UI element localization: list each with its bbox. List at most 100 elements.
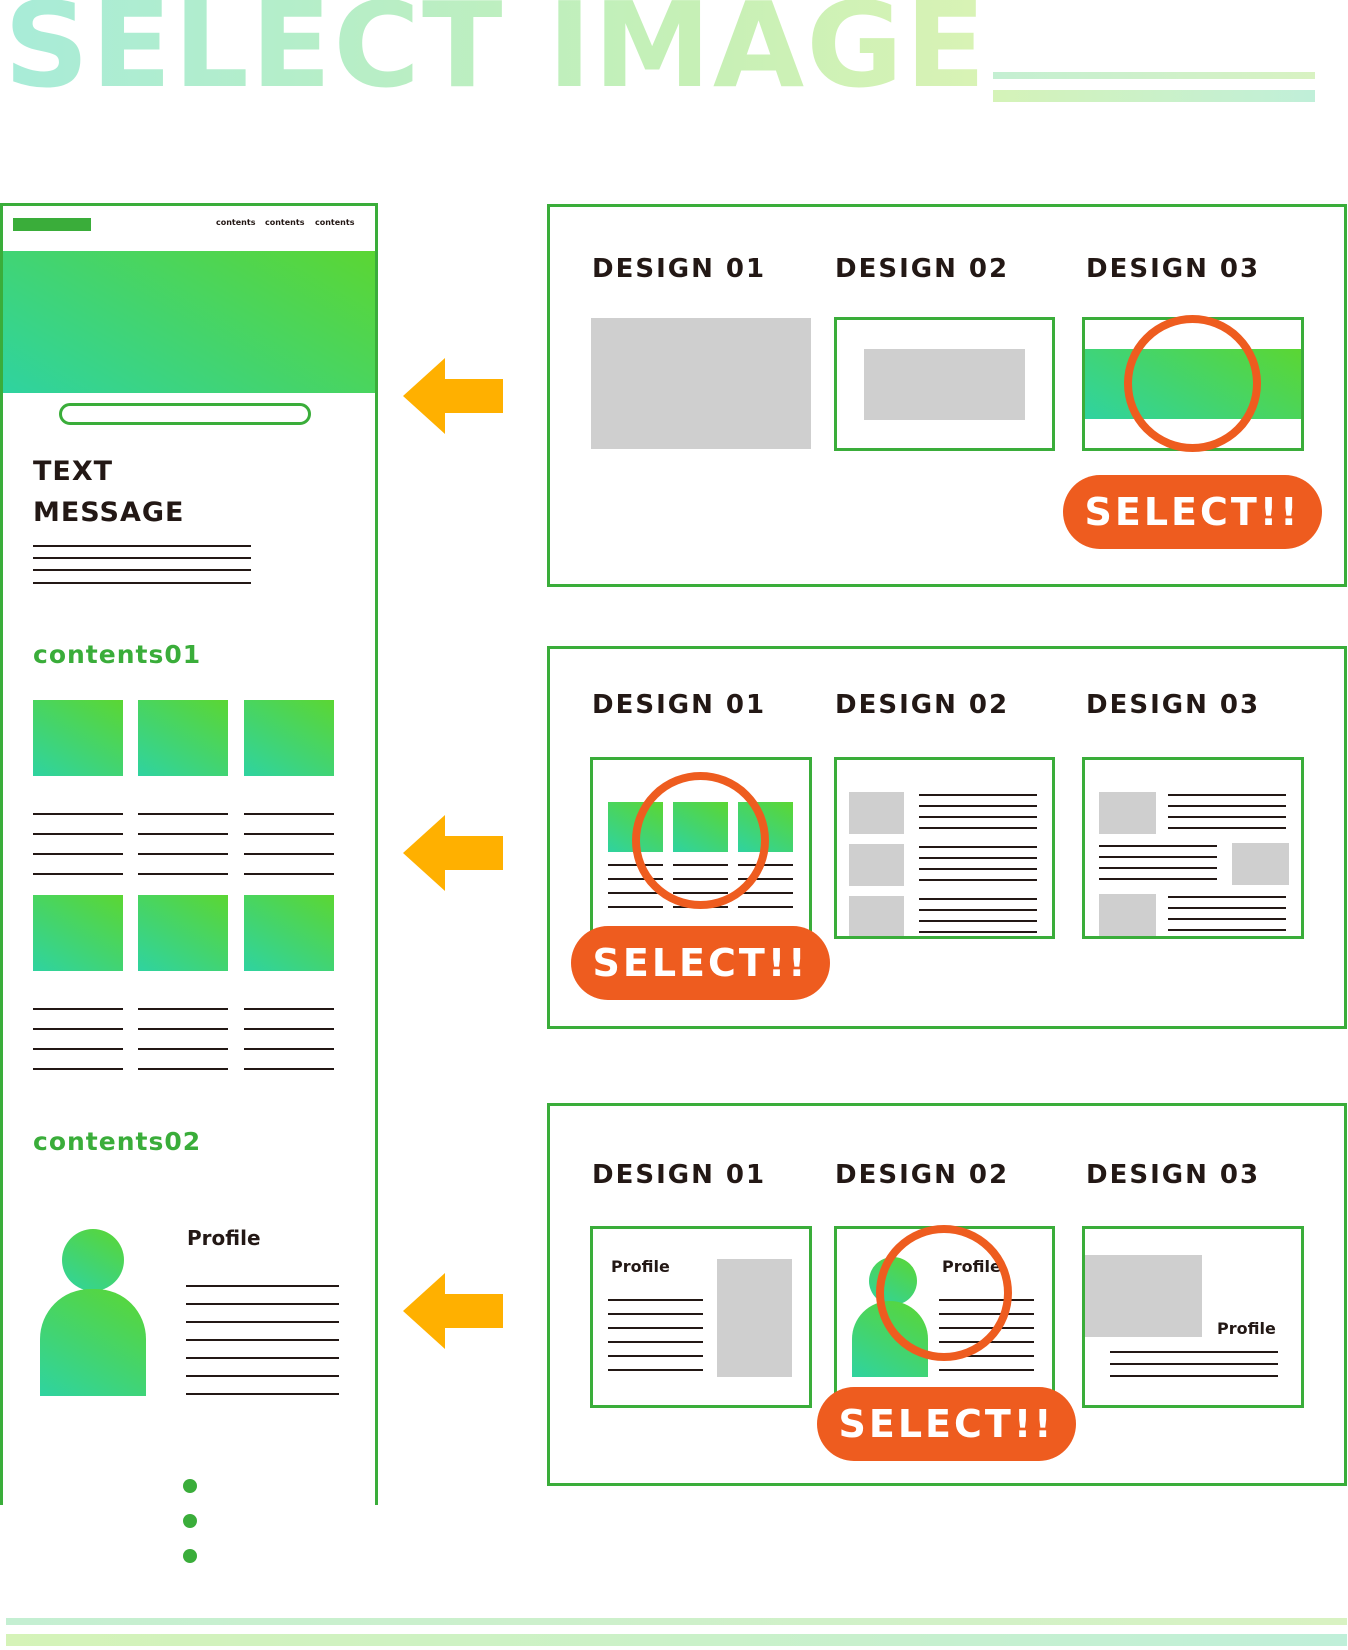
contents01-heading: contents01 <box>33 640 202 669</box>
nav-item-3[interactable]: contents <box>315 218 355 227</box>
text-line <box>919 931 1037 933</box>
design-option-1[interactable] <box>591 318 811 449</box>
arrow-left-icon <box>403 358 503 434</box>
design-option-3[interactable]: Profile <box>1082 1226 1304 1408</box>
text-line <box>33 1028 123 1030</box>
text-line <box>608 1313 703 1315</box>
nav-item-2[interactable]: contents <box>265 218 305 227</box>
text-line <box>33 1048 123 1050</box>
text-line <box>608 906 663 908</box>
text-line <box>244 873 334 875</box>
text-line <box>919 805 1037 807</box>
text-line <box>244 833 334 835</box>
text-line <box>738 906 793 908</box>
text-line <box>1099 878 1217 880</box>
text-line <box>244 1008 334 1010</box>
text-line <box>186 1375 339 1377</box>
contents02-heading: contents02 <box>33 1127 202 1156</box>
text-line <box>33 557 251 559</box>
text-line <box>919 909 1037 911</box>
text-line <box>186 1357 339 1359</box>
select-button[interactable]: SELECT!! <box>1063 475 1322 549</box>
search-bar[interactable] <box>59 403 311 425</box>
text-line <box>919 827 1037 829</box>
profile-label: Profile <box>611 1257 670 1276</box>
design-label: DESIGN 02 <box>835 1160 1010 1190</box>
text-line <box>608 1355 703 1357</box>
design-option-3[interactable] <box>1082 757 1304 939</box>
content-card-image <box>138 895 228 971</box>
text-line <box>1168 794 1286 796</box>
arrow-left-icon <box>403 815 503 891</box>
logo-bar <box>13 218 91 231</box>
design-label: DESIGN 01 <box>592 254 767 284</box>
text-line <box>608 878 663 880</box>
text-line <box>1099 856 1217 858</box>
design-label: DESIGN 02 <box>835 254 1010 284</box>
page-title: SELECT IMAGE <box>4 0 988 104</box>
text-line <box>138 1048 228 1050</box>
design-option-2[interactable] <box>834 317 1055 451</box>
text-line <box>244 1048 334 1050</box>
text-line <box>1099 845 1217 847</box>
text-line <box>738 892 793 894</box>
text-line <box>919 868 1037 870</box>
text-line <box>608 1299 703 1301</box>
profile-label: Profile <box>187 1226 261 1250</box>
select-button[interactable]: SELECT!! <box>571 926 830 1000</box>
text-line <box>1168 816 1286 818</box>
text-line <box>939 1369 1034 1371</box>
text-line <box>33 569 251 571</box>
content-card-image <box>138 700 228 776</box>
text-line <box>33 853 123 855</box>
text-line <box>608 892 663 894</box>
text-line <box>1168 918 1286 920</box>
footer-bar-bottom <box>6 1634 1347 1646</box>
text-line <box>186 1393 339 1395</box>
design-option-1[interactable]: Profile <box>590 1226 812 1408</box>
text-line <box>608 864 663 866</box>
select-button[interactable]: SELECT!! <box>817 1387 1076 1461</box>
text-line <box>1168 929 1286 931</box>
footer-bar-top <box>6 1618 1347 1625</box>
text-line <box>138 833 228 835</box>
text-heading-1: TEXT <box>33 456 114 487</box>
person-icon <box>62 1229 124 1291</box>
text-line <box>244 1068 334 1070</box>
design-label: DESIGN 01 <box>592 1160 767 1190</box>
text-line <box>608 1369 703 1371</box>
text-heading-2: MESSAGE <box>33 497 185 528</box>
more-dot <box>183 1479 197 1493</box>
selection-ring-icon <box>632 772 769 909</box>
more-dot <box>183 1514 197 1528</box>
text-line <box>186 1321 339 1323</box>
text-line <box>138 813 228 815</box>
text-line <box>1168 896 1286 898</box>
text-line <box>608 1341 703 1343</box>
hero-image <box>3 251 375 393</box>
design-label: DESIGN 03 <box>1086 1160 1261 1190</box>
text-line <box>738 864 793 866</box>
design-label: DESIGN 03 <box>1086 690 1261 720</box>
nav-item-1[interactable]: contents <box>216 218 256 227</box>
page-mockup: contents contents contents TEXT MESSAGE … <box>0 203 378 1505</box>
content-card-image <box>244 895 334 971</box>
text-line <box>919 898 1037 900</box>
design-label: DESIGN 03 <box>1086 254 1261 284</box>
text-line <box>244 813 334 815</box>
text-line <box>1168 827 1286 829</box>
text-line <box>738 878 793 880</box>
text-line <box>138 853 228 855</box>
text-line <box>33 873 123 875</box>
text-line <box>919 857 1037 859</box>
design-option-2[interactable] <box>834 757 1055 939</box>
title-underline-top <box>993 72 1315 79</box>
text-line <box>1110 1363 1278 1365</box>
content-card-image <box>33 895 123 971</box>
text-line <box>608 1327 703 1329</box>
text-line <box>1168 805 1286 807</box>
text-line <box>919 879 1037 881</box>
more-dot <box>183 1549 197 1563</box>
design-label: DESIGN 01 <box>592 690 767 720</box>
text-line <box>33 813 123 815</box>
